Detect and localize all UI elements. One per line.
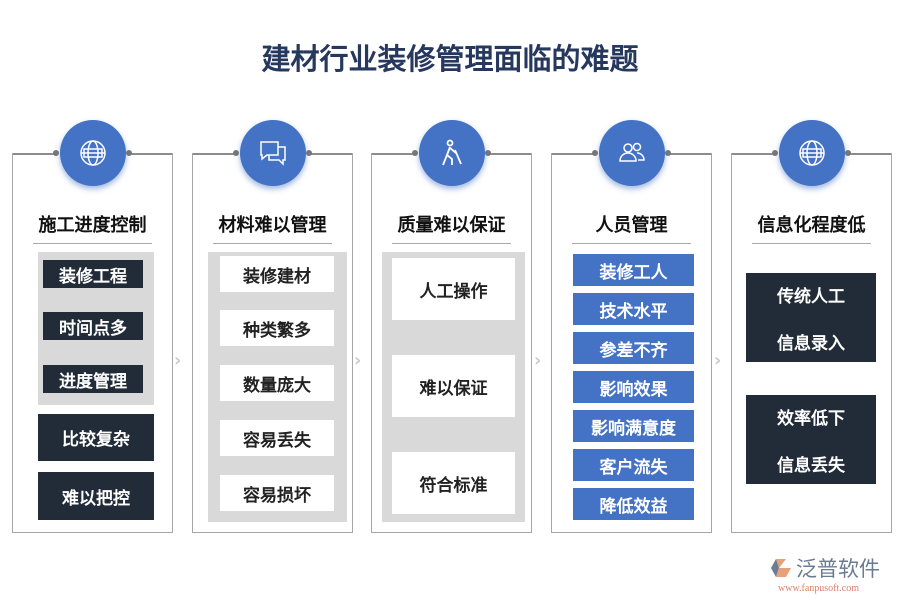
item: 进度管理 — [43, 365, 143, 393]
column-quality: 质量难以保证 人工操作 难以保证 符合标准 — [371, 120, 532, 533]
people-icon — [599, 120, 665, 186]
item-line: 传统人工 — [777, 286, 845, 307]
column-title: 质量难以保证 — [392, 211, 511, 244]
chevron-right-icon: › — [534, 350, 542, 371]
column-title: 人员管理 — [572, 211, 691, 244]
chevron-right-icon: › — [174, 350, 182, 371]
item: 影响满意度 — [573, 410, 694, 442]
chevron-right-icon: › — [354, 350, 362, 371]
column-schedule-control: 施工进度控制 装修工程 时间点多 进度管理 比较复杂 难以把控 — [12, 120, 173, 533]
logo-icon — [771, 559, 791, 577]
group-panel: 装修工程 时间点多 进度管理 — [38, 252, 154, 405]
item: 装修工程 — [43, 260, 143, 288]
worker-icon — [419, 120, 485, 186]
item: 装修建材 — [220, 256, 334, 292]
item: 影响效果 — [573, 371, 694, 403]
column-title: 材料难以管理 — [213, 211, 332, 244]
column-personnel: 人员管理 装修工人 技术水平 参差不齐 影响效果 影响满意度 客户流失 降低效益 — [551, 120, 712, 533]
column-materials: 材料难以管理 装修建材 种类繁多 数量庞大 容易丢失 容易损坏 — [192, 120, 353, 533]
group-panel: 装修建材 种类繁多 数量庞大 容易丢失 容易损坏 — [208, 252, 347, 522]
item: 符合标准 — [392, 452, 515, 514]
page-title: 建材行业装修管理面临的难题 — [261, 42, 639, 76]
column-title: 信息化程度低 — [752, 211, 871, 244]
item: 难以把控 — [38, 472, 154, 520]
item: 传统人工 信息录入 — [746, 273, 876, 362]
logo-url: www.fanpusoft.com — [778, 583, 860, 594]
item: 难以保证 — [392, 355, 515, 417]
item: 客户流失 — [573, 449, 694, 481]
globe-icon — [779, 120, 845, 186]
chat-icon — [240, 120, 306, 186]
item-line: 信息录入 — [777, 333, 845, 354]
item-line: 信息丢失 — [777, 455, 845, 476]
item: 数量庞大 — [220, 365, 334, 401]
item: 人工操作 — [392, 258, 515, 320]
item: 装修工人 — [573, 254, 694, 286]
item: 技术水平 — [573, 293, 694, 325]
logo-name: 泛普软件 — [796, 557, 880, 581]
logo: 泛普软件 www.fanpusoft.com — [770, 553, 895, 594]
column-informatization: 信息化程度低 传统人工 信息录入 效率低下 信息丢失 — [731, 120, 892, 533]
item: 比较复杂 — [38, 414, 154, 461]
item: 降低效益 — [573, 488, 694, 520]
item-line: 效率低下 — [777, 408, 845, 429]
chevron-right-icon: › — [714, 350, 722, 371]
group-panel: 人工操作 难以保证 符合标准 — [382, 252, 525, 522]
globe-icon — [60, 120, 126, 186]
item: 参差不齐 — [573, 332, 694, 364]
item: 容易损坏 — [220, 475, 334, 511]
column-title: 施工进度控制 — [33, 211, 152, 244]
item: 时间点多 — [43, 312, 143, 340]
item: 种类繁多 — [220, 310, 334, 346]
item: 效率低下 信息丢失 — [746, 395, 876, 484]
item: 容易丢失 — [220, 420, 334, 456]
